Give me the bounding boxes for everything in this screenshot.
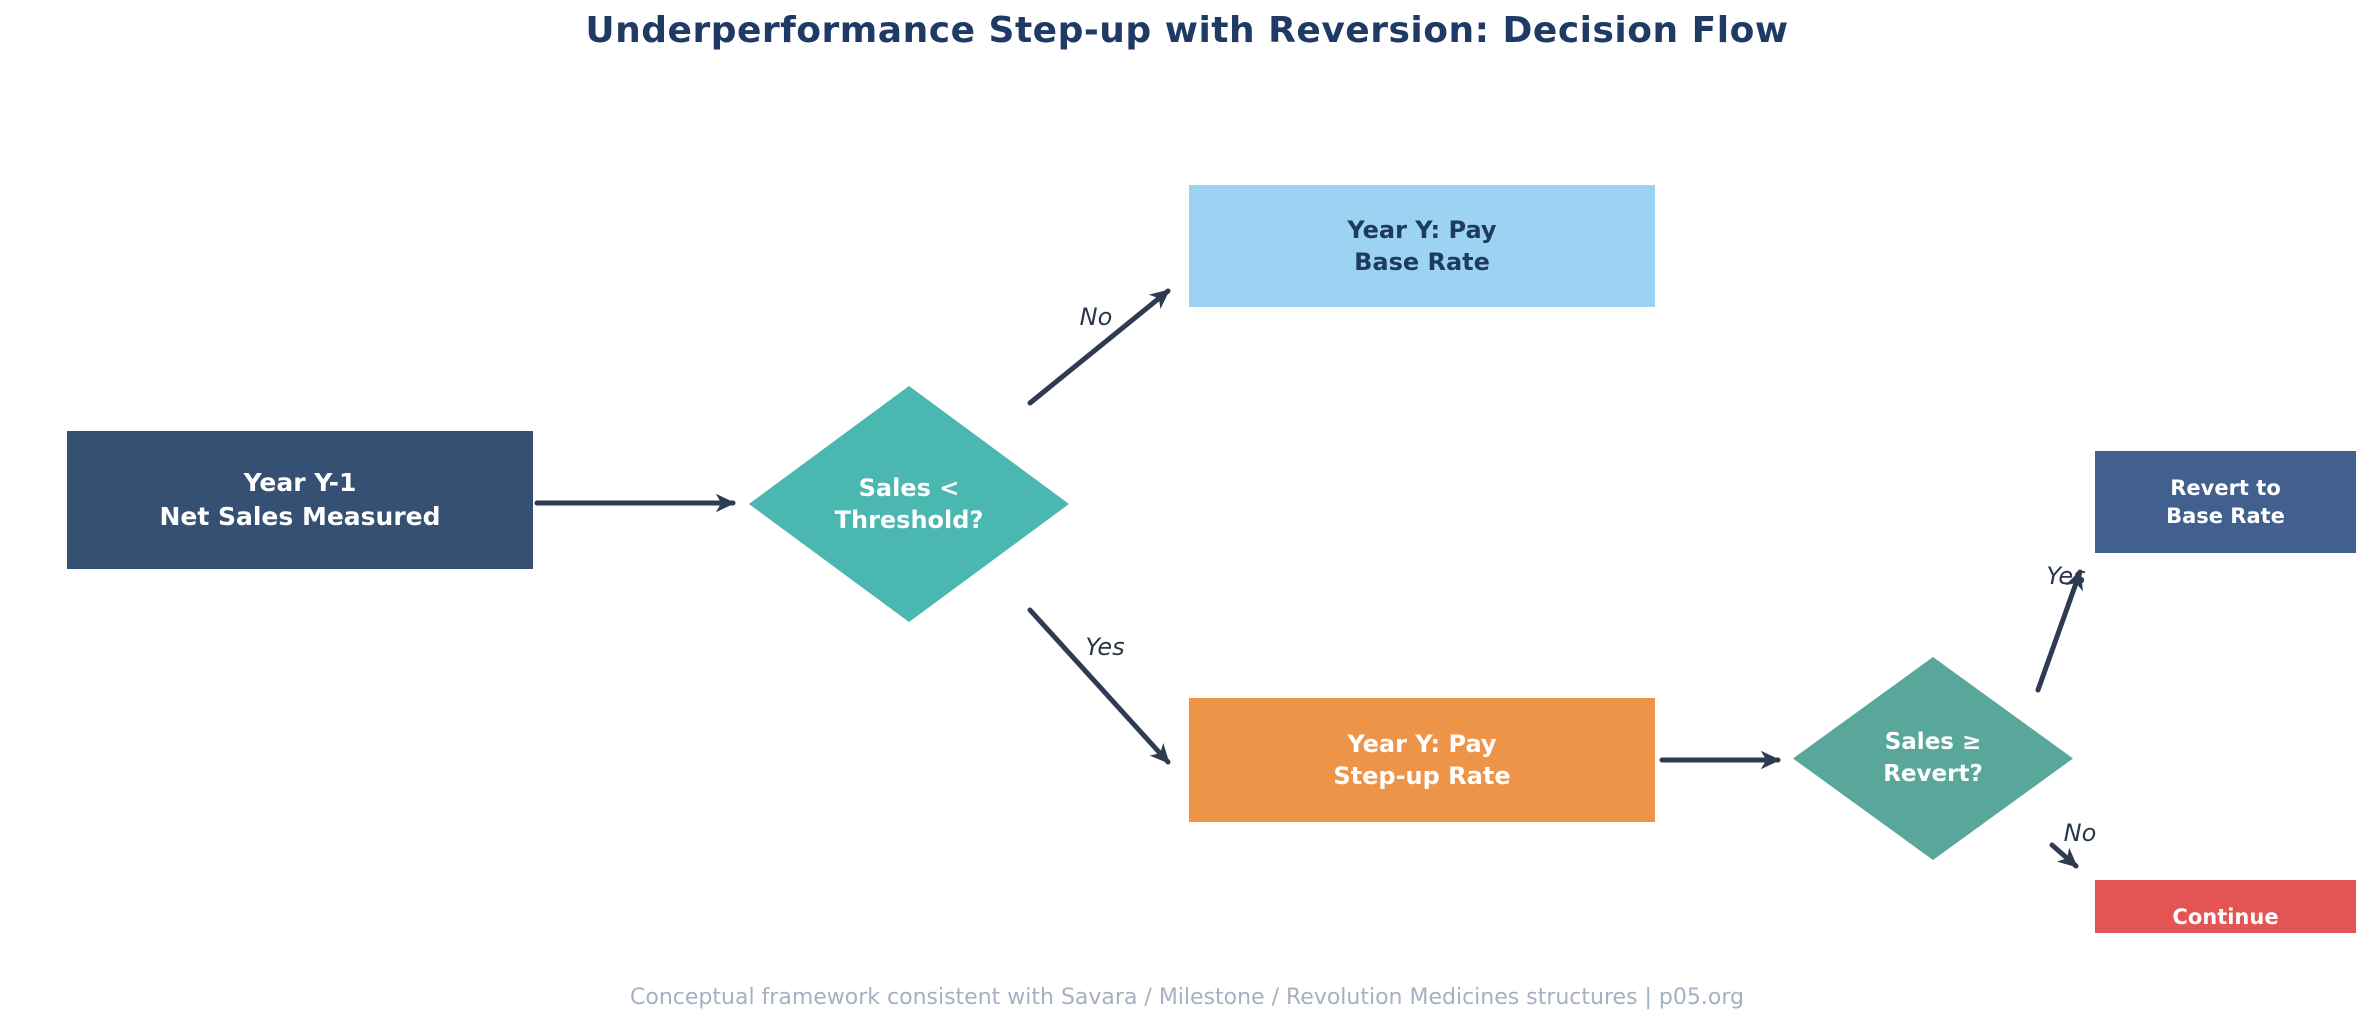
- node-text-line: Base Rate: [2166, 504, 2285, 528]
- node-year-y-pay-stepup-rate: Year Y: Pay Step-up Rate: [1189, 698, 1655, 822]
- edge-label-no-revert-branch: No: [2063, 819, 2097, 847]
- node-year-y-pay-base-rate: Year Y: Pay Base Rate: [1189, 185, 1655, 307]
- node-text-line: Sales <: [858, 473, 960, 502]
- node-continue-stepup-rate: Continue: [2095, 880, 2356, 933]
- node-text-line: Revert to: [2170, 475, 2281, 500]
- node-text-line: Base Rate: [1354, 248, 1490, 276]
- edge-revert-check-no-to-continue: [2049, 842, 2079, 869]
- page-title: Underperformance Step-up with Reversion:…: [585, 10, 1789, 51]
- footer-attribution: Conceptual framework consistent with Sav…: [630, 985, 1744, 1010]
- node-text-line: Year Y: Pay: [1347, 215, 1497, 244]
- edge-label-no-threshold-branch: No: [1079, 303, 1113, 331]
- edge-label-yes-threshold-branch: Yes: [1085, 633, 1125, 661]
- node-text-line: Revert?: [1883, 760, 1983, 787]
- node-year-y1-net-sales-measured: Year Y-1 Net Sales Measured: [67, 431, 533, 569]
- node-text-line: Year Y: Pay: [1347, 729, 1497, 758]
- edge-label-yes-revert-branch: Yes: [2046, 562, 2086, 590]
- node-text-line: Threshold?: [834, 506, 984, 534]
- node-text-line: Step-up Rate: [1333, 762, 1511, 790]
- node-text-line: Net Sales Measured: [159, 502, 441, 531]
- decision-sales-at-or-above-revert: Sales ≥ Revert?: [1793, 657, 2073, 860]
- decision-sales-below-threshold: Sales < Threshold?: [749, 386, 1069, 622]
- node-text-line: Year Y-1: [243, 468, 357, 498]
- node-text-line: Continue: [2172, 905, 2279, 930]
- node-text-line: Sales ≥: [1884, 729, 1982, 756]
- node-revert-to-base-rate: Revert to Base Rate: [2095, 451, 2356, 553]
